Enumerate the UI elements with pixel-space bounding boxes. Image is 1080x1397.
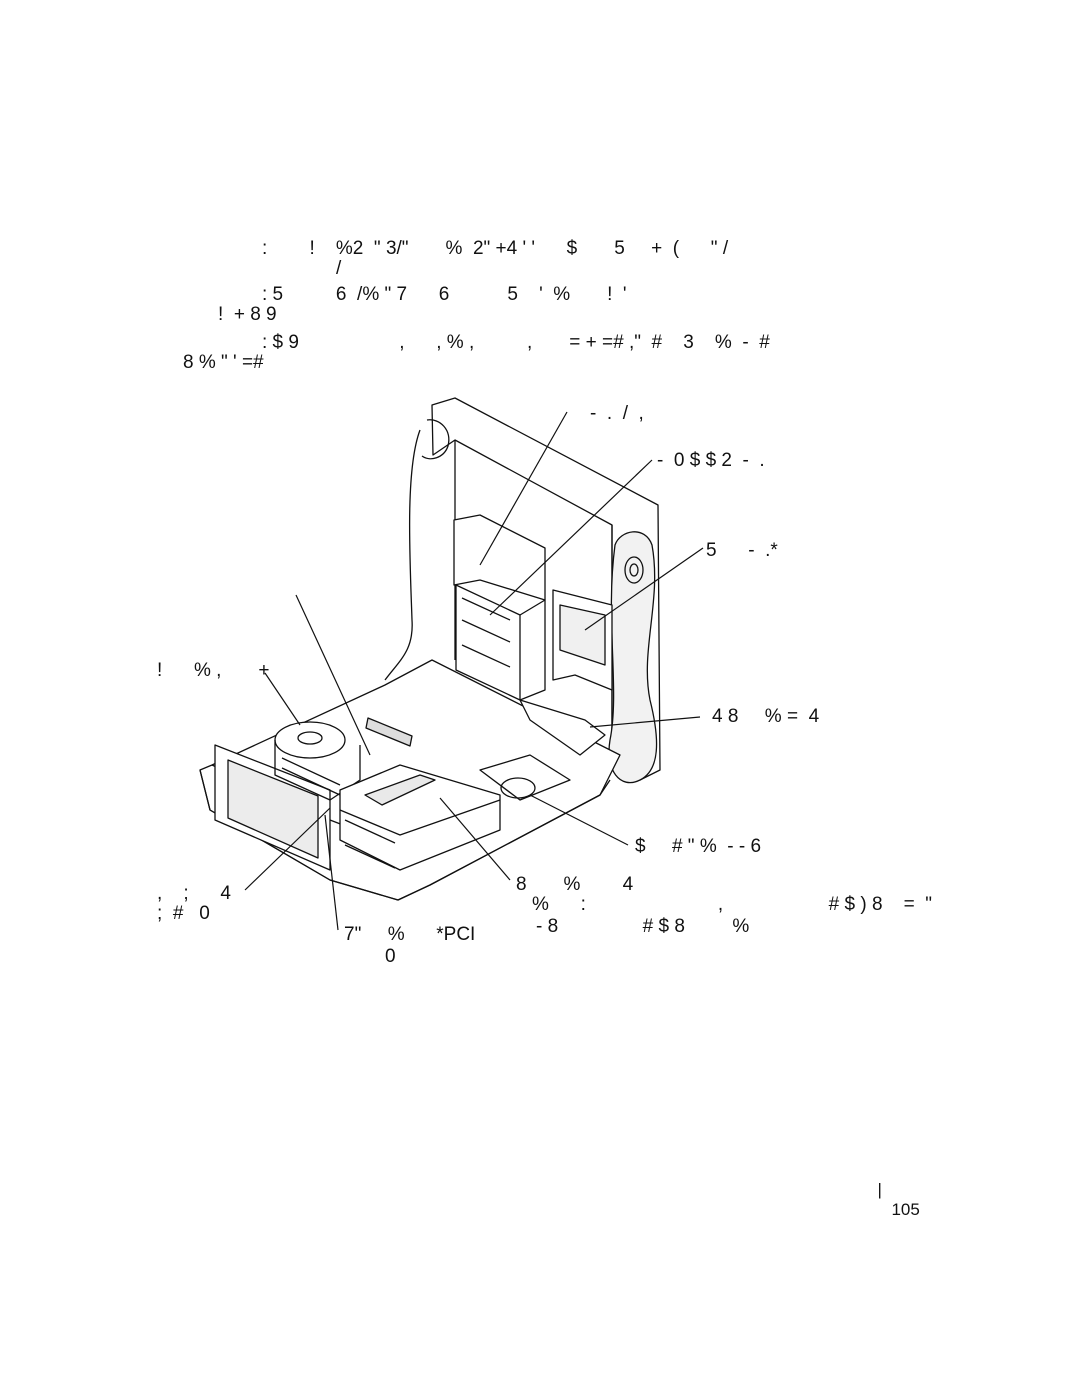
callout-second-drive: - 0 $ $ 2 - . — [657, 450, 765, 471]
body-line-1: : ! %2 " 3/" % 2" +4 ' ' $ 5 + ( " / — [262, 238, 729, 259]
body-line-3: : 5 6 /% " 7 6 5 ' % ! ' — [262, 284, 627, 305]
callout-left-side-2: ; # 0 — [157, 903, 210, 924]
callout-fan: ! % , + — [157, 660, 270, 681]
callout-top-drive: - . / , — [590, 403, 644, 424]
callout-card-cage-2: % : , # $ ) 8 = " — [532, 894, 933, 915]
page-footer: | 105 — [868, 1160, 920, 1220]
callout-card-cage-3: - 8 # $ 8 % — [536, 916, 750, 937]
body-line-4: ! + 8 9 — [218, 304, 277, 325]
callout-pci-1: 7" % *PCI — [344, 924, 476, 945]
callout-right-bay: 5 - .* — [706, 540, 778, 561]
callout-left-side-1: , ; 4 — [157, 883, 231, 904]
body-line-2: / — [336, 258, 342, 279]
callout-card-cage-1: 8 % 4 — [516, 874, 634, 895]
callout-right-latch: 4 8 % = 4 — [712, 706, 820, 727]
callout-speaker: $ # " % - - 6 — [635, 836, 762, 857]
body-line-6: 8 % " ' =# — [183, 352, 264, 373]
footer-separator: | — [877, 1180, 882, 1199]
body-line-5: : $ 9 , , % , , = + =# ," # 3 % - # — [262, 332, 770, 353]
page-number: 105 — [891, 1200, 920, 1219]
callout-pci-2: 0 — [385, 946, 396, 967]
